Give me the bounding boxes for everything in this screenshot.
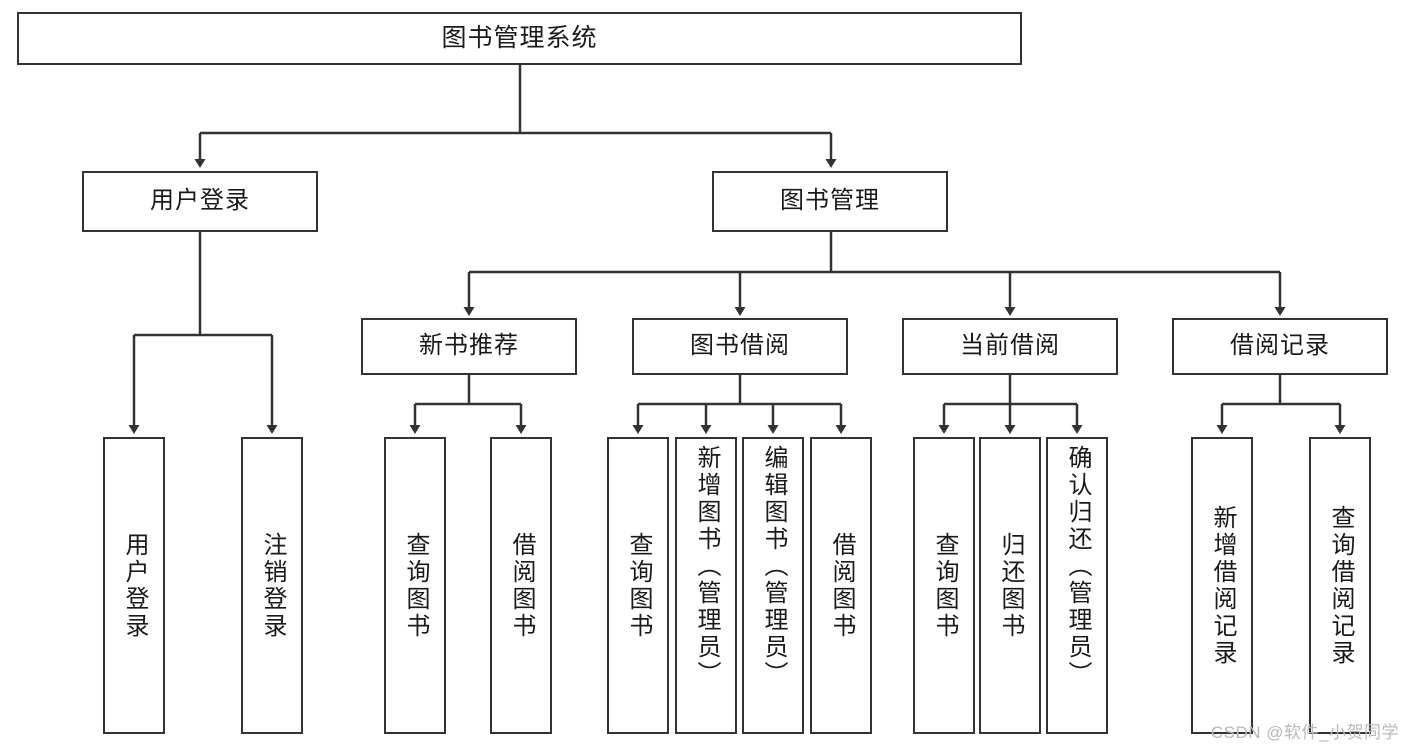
leaf-book-borrow-add-book-admin[interactable]: 新增图书（管理员） bbox=[675, 437, 737, 734]
node-label: 查询图书 bbox=[625, 531, 652, 640]
node-root-book-management-system[interactable]: 图书管理系统 bbox=[17, 12, 1022, 65]
node-label: 查询借阅记录 bbox=[1327, 504, 1354, 667]
leaf-current-borrow-query-books[interactable]: 查询图书 bbox=[913, 437, 975, 734]
leaf-book-borrow-borrow-books[interactable]: 借阅图书 bbox=[810, 437, 872, 734]
node-label: 查询图书 bbox=[402, 531, 429, 640]
node-label: 新增图书（管理员） bbox=[693, 445, 720, 688]
leaf-user-login-login[interactable]: 用户登录 bbox=[103, 437, 165, 734]
node-label: 图书借阅 bbox=[690, 332, 790, 360]
node-current-borrow[interactable]: 当前借阅 bbox=[902, 318, 1118, 375]
node-label: 注销登录 bbox=[259, 531, 286, 640]
node-label: 借阅图书 bbox=[508, 531, 535, 640]
leaf-current-borrow-confirm-return-admin[interactable]: 确认归还（管理员） bbox=[1046, 437, 1108, 734]
node-label: 确认归还（管理员） bbox=[1064, 445, 1091, 688]
node-label: 用户登录 bbox=[121, 531, 148, 640]
node-label: 图书管理系统 bbox=[441, 23, 598, 52]
leaf-book-borrow-query-books[interactable]: 查询图书 bbox=[607, 437, 669, 734]
node-label: 当前借阅 bbox=[960, 332, 1060, 360]
node-borrow-record[interactable]: 借阅记录 bbox=[1172, 318, 1388, 375]
node-label: 新书推荐 bbox=[419, 332, 519, 360]
node-book-management[interactable]: 图书管理 bbox=[712, 171, 948, 232]
leaf-new-book-query-books[interactable]: 查询图书 bbox=[384, 437, 446, 734]
node-label: 归还图书 bbox=[997, 531, 1024, 640]
node-user-login[interactable]: 用户登录 bbox=[82, 171, 318, 232]
node-label: 用户登录 bbox=[150, 187, 250, 215]
leaf-new-book-borrow-books[interactable]: 借阅图书 bbox=[490, 437, 552, 734]
csdn-watermark: CSDN @软件_小贺同学 bbox=[1210, 723, 1399, 742]
node-new-book-recommendation[interactable]: 新书推荐 bbox=[361, 318, 577, 375]
node-label: 新增借阅记录 bbox=[1209, 504, 1236, 667]
node-label: 查询图书 bbox=[931, 531, 958, 640]
node-book-borrow[interactable]: 图书借阅 bbox=[632, 318, 848, 375]
leaf-borrow-record-add-record[interactable]: 新增借阅记录 bbox=[1191, 437, 1253, 734]
node-label: 编辑图书（管理员） bbox=[760, 445, 787, 688]
leaf-user-login-logout[interactable]: 注销登录 bbox=[241, 437, 303, 734]
leaf-borrow-record-query-record[interactable]: 查询借阅记录 bbox=[1309, 437, 1371, 734]
node-label: 借阅记录 bbox=[1230, 332, 1330, 360]
leaf-current-borrow-return-books[interactable]: 归还图书 bbox=[979, 437, 1041, 734]
node-label: 借阅图书 bbox=[828, 531, 855, 640]
node-label: 图书管理 bbox=[780, 187, 880, 215]
leaf-book-borrow-edit-book-admin[interactable]: 编辑图书（管理员） bbox=[742, 437, 804, 734]
